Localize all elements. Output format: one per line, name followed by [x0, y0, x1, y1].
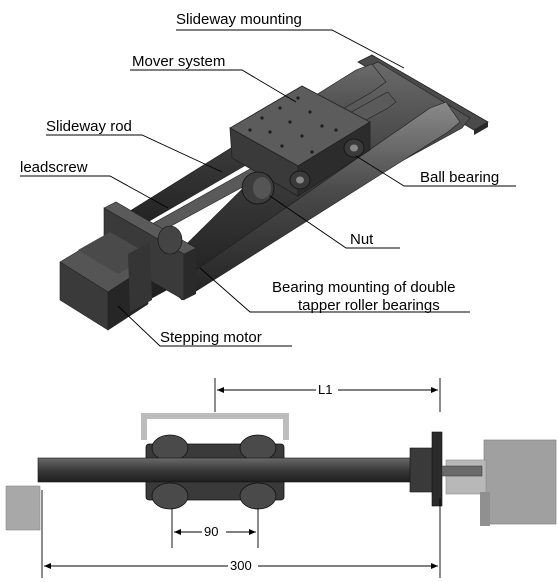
dimension-labels: L1 90 300 — [204, 382, 332, 573]
stepping-motor — [59, 232, 152, 331]
dimension-lines — [41, 378, 441, 578]
left-end-block — [5, 485, 41, 531]
ball-bearings — [289, 138, 365, 190]
label-mover-system: Mover system — [132, 53, 225, 70]
label-slideway-rod: Slideway rod — [46, 118, 132, 135]
leader-lines — [20, 29, 516, 347]
wheel-bottom-left — [151, 482, 189, 510]
label-slideway-mounting: Slideway mounting — [176, 11, 302, 28]
wheel-bottom-right — [239, 482, 277, 510]
right-motor-block — [483, 439, 557, 525]
dim-90: 90 — [204, 524, 218, 539]
label-bearing-mounting-line2: tapper roller bearings — [298, 297, 440, 314]
label-bearing-mounting-line1: Bearing mounting of double — [272, 279, 455, 296]
nut — [241, 171, 275, 205]
labels: Slideway mounting Mover system Slideway … — [20, 11, 499, 346]
isometric-view — [59, 54, 489, 331]
side-rod — [37, 457, 439, 483]
wheel-top-left — [151, 434, 189, 462]
wheel-top-right — [239, 434, 277, 462]
side-view — [5, 413, 557, 531]
label-nut: Nut — [350, 231, 374, 248]
carriage-frame — [141, 413, 289, 440]
mover-bolts — [248, 96, 338, 154]
label-ball-bearing: Ball bearing — [420, 169, 499, 186]
label-leadscrew: leadscrew — [20, 159, 88, 176]
label-stepping-motor: Stepping motor — [160, 329, 262, 346]
dimension-arrows — [44, 387, 438, 569]
right-flange — [409, 447, 437, 493]
dim-l1: L1 — [318, 382, 332, 397]
dim-300: 300 — [230, 558, 252, 573]
